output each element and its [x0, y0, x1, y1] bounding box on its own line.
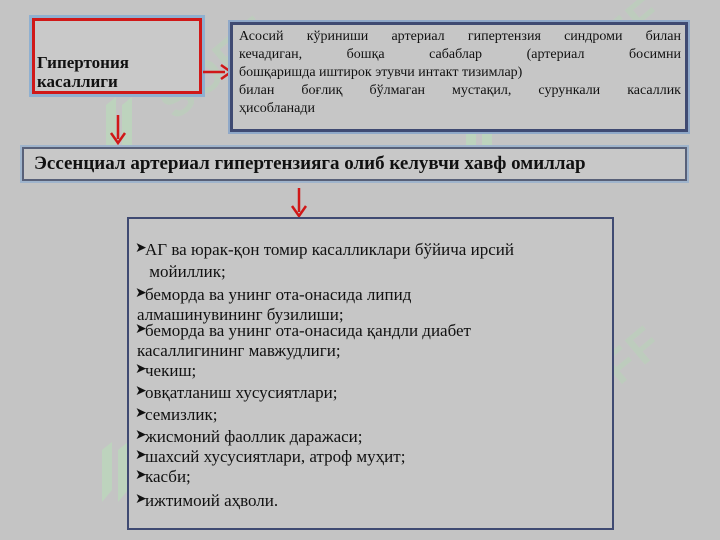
arrow-bullet-icon: ➤	[135, 241, 147, 256]
list-item-text: беморда ва унинг ота-онасида қандли диаб…	[145, 321, 471, 340]
watermark-logo-icon	[106, 97, 132, 157]
arrow-down-icon	[290, 188, 308, 218]
list-item: ➤ беморда ва унинг ота-онасида қандли ди…	[135, 321, 606, 361]
list-item-text: АГ ва юрак-қон томир касалликлари бўйича…	[145, 240, 514, 259]
title-box: Гипертония касаллиги	[32, 18, 202, 94]
list-item: ➤ касби;	[135, 467, 606, 487]
description-line: бошқаришда иштирок этувчи интакт тизимла…	[239, 65, 523, 80]
list-item: ➤ семизлик;	[135, 405, 606, 425]
list-item-text: овқатланиш хусусиятлари;	[145, 383, 338, 402]
list-item-text: касаллигининг мавжудлиги;	[137, 341, 341, 360]
list-item-text: ижтимоий аҳволи.	[145, 491, 279, 510]
list-item: ➤ чекиш;	[135, 361, 606, 381]
title-text: Гипертония касаллиги	[37, 53, 129, 91]
list-item: ➤ жисмоний фаоллик даражаси;	[135, 427, 606, 447]
title-line-1: Гипертония	[37, 53, 129, 72]
list-item-text: касби;	[145, 467, 191, 486]
risk-factors-list: ➤ АГ ва юрак-қон томир касалликлари бўйи…	[127, 217, 614, 530]
title-line-2: касаллиги	[37, 72, 118, 91]
arrow-bullet-icon: ➤	[135, 406, 147, 421]
arrow-bullet-icon: ➤	[135, 384, 147, 399]
list-item: ➤ ижтимоий аҳволи.	[135, 491, 606, 511]
description-line: ҳисобланади	[239, 101, 316, 116]
arrow-bullet-icon: ➤	[135, 322, 147, 337]
list-item-text: мойиллик;	[145, 262, 226, 281]
list-item-text: жисмоний фаоллик даражаси;	[145, 427, 363, 446]
arrow-bullet-icon: ➤	[135, 362, 147, 377]
arrow-bullet-icon: ➤	[135, 428, 147, 443]
list-item: ➤ беморда ва унинг ота-онасида липид алм…	[135, 285, 606, 325]
list-item-text: семизлик;	[145, 405, 218, 424]
description-box: Асосий кўриниши артериал гипертензия син…	[230, 22, 688, 132]
description-line: билан боғлиқ бўлмаган мустақил, сурункал…	[239, 83, 681, 98]
list-item-text: чекиш;	[145, 361, 197, 380]
list-item-text: алмашинувининг бузилиши;	[137, 305, 344, 324]
list-item: ➤ шахсий хусусиятлари, атроф муҳит;	[135, 447, 606, 467]
risk-factors-header: Эссенциал артериал гипертензияга олиб ке…	[22, 147, 687, 181]
arrow-bullet-icon: ➤	[135, 468, 147, 483]
list-item: ➤ овқатланиш хусусиятлари;	[135, 383, 606, 403]
list-item-text: беморда ва унинг ота-онасида липид	[145, 285, 412, 304]
list-item-text: шахсий хусусиятлари, атроф муҳит;	[145, 447, 406, 466]
description-line: Асосий кўриниши артериал гипертензия син…	[239, 29, 681, 44]
watermark-logo-icon	[102, 442, 128, 502]
arrow-bullet-icon: ➤	[135, 492, 147, 507]
arrow-down-icon	[109, 115, 127, 145]
arrow-bullet-icon: ➤	[135, 448, 147, 463]
list-item: ➤ АГ ва юрак-қон томир касалликлари бўйи…	[135, 239, 606, 283]
description-line: кечадиган, бошқа сабаблар (артериал боси…	[239, 47, 681, 62]
arrow-right-icon	[203, 63, 233, 81]
arrow-bullet-icon: ➤	[135, 286, 147, 301]
